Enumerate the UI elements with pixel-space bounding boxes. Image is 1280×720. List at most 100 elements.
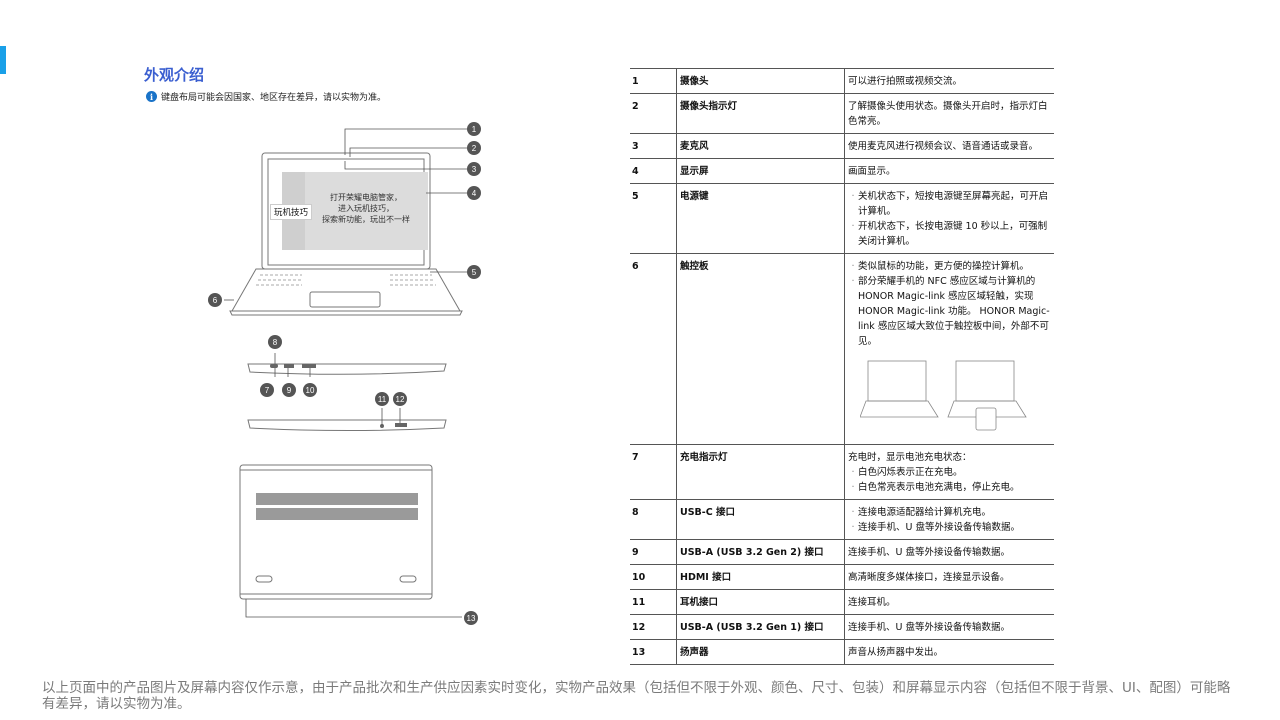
component-name: 触控板 — [676, 253, 845, 445]
callout-8: 8 — [273, 338, 278, 347]
component-description: 连接耳机。 — [844, 589, 1054, 615]
screen-line-2: 进入玩机技巧， — [338, 204, 394, 213]
callout-13: 13 — [467, 614, 476, 623]
description-text: 了解摄像头使用状态。摄像头开启时，指示灯白色常亮。 — [848, 101, 1048, 127]
row-number: 12 — [630, 614, 677, 640]
description-bullet: 类似鼠标的功能，更方便的操控计算机。 — [848, 259, 1052, 274]
callout-2: 2 — [472, 144, 477, 153]
description-bullet: 关机状态下，短按电源键至屏幕亮起，可开启计算机。 — [848, 189, 1052, 219]
component-description: 画面显示。 — [844, 158, 1054, 184]
component-name: 充电指示灯 — [676, 444, 845, 500]
callout-5: 5 — [472, 268, 477, 277]
laptop-diagram: 1 2 3 4 5 6 7 8 9 10 11 12 13 — [208, 122, 481, 625]
table-row: 6触控板类似鼠标的功能，更方便的操控计算机。部分荣耀手机的 NFC 感应区域与计… — [630, 253, 1054, 445]
table-row: 7充电指示灯充电时，显示电池充电状态：白色闪烁表示正在充电。白色常亮表示电池充满… — [630, 444, 1054, 500]
description-text: 使用麦克风进行视频会议、语音通话或录音。 — [848, 141, 1039, 152]
description-bullet: 白色常亮表示电池充满电，停止充电。 — [848, 480, 1052, 495]
callout-1: 1 — [472, 125, 477, 134]
bullet-text: 连接电源适配器给计算机充电。 — [858, 507, 992, 518]
page-title: 外观介绍 — [144, 66, 205, 84]
component-description: 充电时，显示电池充电状态：白色闪烁表示正在充电。白色常亮表示电池充满电，停止充电… — [844, 444, 1054, 500]
component-name: 耳机接口 — [676, 589, 845, 615]
keyboard-note-text: 键盘布局可能会因国家、地区存在差异，请以实物为准。 — [161, 93, 387, 103]
description-bullet: 部分荣耀手机的 NFC 感应区域与计算机的 HONOR Magic-link 感… — [848, 274, 1052, 349]
component-description: 使用麦克风进行视频会议、语音通话或录音。 — [844, 133, 1054, 159]
row-number: 13 — [630, 639, 677, 665]
component-name: 摄像头指示灯 — [676, 93, 845, 134]
row-number: 3 — [630, 133, 677, 159]
row-number: 10 — [630, 564, 677, 590]
description-text: 画面显示。 — [848, 166, 896, 177]
bullet-text: 白色常亮表示电池充满电，停止充电。 — [858, 482, 1020, 493]
description-bullet: 连接手机、U 盘等外接设备传输数据。 — [848, 520, 1052, 535]
bullet-text: 开机状态下，长按电源键 10 秒以上，可强制关闭计算机。 — [858, 221, 1048, 247]
laptop-illustration: 1 2 3 4 5 6 7 8 9 10 11 12 13 玩机技巧 打开荣耀电… — [190, 115, 510, 635]
table-row: 5电源键关机状态下，短按电源键至屏幕亮起，可开启计算机。开机状态下，长按电源键 … — [630, 183, 1054, 254]
row-number: 7 — [630, 444, 677, 500]
description-text: 连接手机、U 盘等外接设备传输数据。 — [848, 547, 1010, 558]
row-number: 2 — [630, 93, 677, 134]
component-description: 连接手机、U 盘等外接设备传输数据。 — [844, 539, 1054, 565]
callout-6: 6 — [213, 296, 218, 305]
component-name: 扬声器 — [676, 639, 845, 665]
component-description: 了解摄像头使用状态。摄像头开启时，指示灯白色常亮。 — [844, 93, 1054, 134]
row-number: 6 — [630, 253, 677, 445]
component-name: USB-C 接口 — [676, 499, 845, 540]
bullet-text: 部分荣耀手机的 NFC 感应区域与计算机的 HONOR Magic-link 感… — [858, 276, 1050, 347]
row-number: 9 — [630, 539, 677, 565]
component-description: 类似鼠标的功能，更方便的操控计算机。部分荣耀手机的 NFC 感应区域与计算机的 … — [844, 253, 1054, 445]
keyboard-note: i 键盘布局可能会因国家、地区存在差异，请以实物为准。 — [146, 90, 386, 103]
row-number: 4 — [630, 158, 677, 184]
component-description: 声音从扬声器中发出。 — [844, 639, 1054, 665]
screen-line-3: 探索新功能，玩出不一样 — [322, 215, 410, 224]
callout-3: 3 — [472, 165, 477, 174]
description-bullet: 开机状态下，长按电源键 10 秒以上，可强制关闭计算机。 — [848, 219, 1052, 249]
bullet-text: 白色闪烁表示正在充电。 — [858, 467, 963, 478]
description-text: 连接耳机。 — [848, 597, 896, 608]
row-number: 11 — [630, 589, 677, 615]
screen-text: 打开荣耀电脑管家， 进入玩机技巧， 探索新功能，玩出不一样 — [308, 192, 424, 225]
component-name: 显示屏 — [676, 158, 845, 184]
bullet-text: 关机状态下，短按电源键至屏幕亮起，可开启计算机。 — [858, 191, 1049, 217]
callout-10: 10 — [306, 386, 315, 395]
screen-chip: 玩机技巧 — [270, 204, 313, 220]
description-text: 高清晰度多媒体接口，连接显示设备。 — [848, 572, 1010, 583]
description-text: 连接手机、U 盘等外接设备传输数据。 — [848, 622, 1010, 633]
description-text: 可以进行拍照或视频交流。 — [848, 76, 963, 87]
row-number: 5 — [630, 183, 677, 254]
callout-4: 4 — [472, 189, 477, 198]
callout-9: 9 — [287, 386, 292, 395]
component-name: USB-A (USB 3.2 Gen 1) 接口 — [676, 614, 845, 640]
info-icon: i — [146, 91, 157, 102]
accent-bar — [0, 46, 6, 74]
bullet-text: 连接手机、U 盘等外接设备传输数据。 — [858, 522, 1020, 533]
component-name: 摄像头 — [676, 68, 845, 94]
description-bullet: 白色闪烁表示正在充电。 — [848, 465, 1052, 480]
component-name: 麦克风 — [676, 133, 845, 159]
component-description: 高清晰度多媒体接口，连接显示设备。 — [844, 564, 1054, 590]
component-description: 关机状态下，短按电源键至屏幕亮起，可开启计算机。开机状态下，长按电源键 10 秒… — [844, 183, 1054, 254]
callout-7: 7 — [265, 386, 270, 395]
bullet-text: 类似鼠标的功能，更方便的操控计算机。 — [858, 261, 1030, 272]
description-text: 声音从扬声器中发出。 — [848, 647, 944, 658]
laptop-phone-illustration — [859, 360, 1027, 431]
component-description: 可以进行拍照或视频交流。 — [844, 68, 1054, 94]
row-number: 1 — [630, 68, 677, 94]
callout-11: 11 — [378, 395, 387, 404]
screen-line-1: 打开荣耀电脑管家， — [330, 193, 402, 202]
magic-link-illustration — [859, 357, 1052, 436]
component-description: 连接电源适配器给计算机充电。连接手机、U 盘等外接设备传输数据。 — [844, 499, 1054, 540]
component-description: 连接手机、U 盘等外接设备传输数据。 — [844, 614, 1054, 640]
